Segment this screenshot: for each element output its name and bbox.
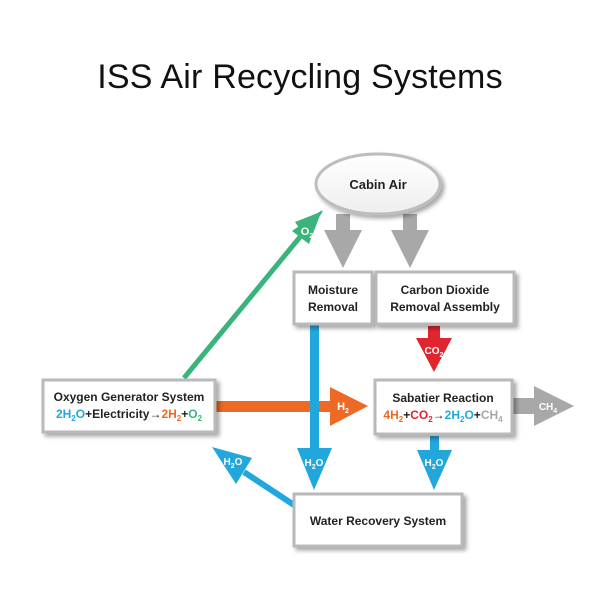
equation-part: → [433, 408, 445, 422]
co2-arrow-label: CO2 [425, 346, 444, 359]
ch4-arrow: CH4 [512, 386, 574, 426]
o2-arrow: O2 [182, 210, 323, 380]
equation-part: 2 [177, 414, 182, 423]
cabin-to-co2-removal-arrow [391, 214, 429, 268]
h2o-recovery-arrow-label: H2O [224, 457, 243, 470]
equation-part: O [464, 408, 473, 422]
oxygen-generator-equation: 2H2O+Electricity→2H2+O2 [56, 407, 203, 423]
ch4-arrow-label: CH4 [539, 402, 557, 415]
equation-part: + [181, 407, 188, 421]
h2-arrow-label: H2 [337, 401, 349, 415]
h2-arrow: H2 [216, 387, 368, 426]
oxygen-generator-label: Oxygen Generator System [54, 390, 205, 404]
sabatier-node: Sabatier Reaction 4H2+CO2→2H2O+CH4 [373, 378, 514, 436]
co2-removal-label-1: Carbon Dioxide [401, 283, 490, 297]
co2-removal-node: Carbon Dioxide Removal Assembly [374, 270, 516, 326]
equation-part: 2 [399, 415, 404, 424]
cabin-to-moisture-arrow [324, 214, 362, 268]
cabin-air-label: Cabin Air [349, 177, 406, 192]
h2o-recovery-arrow: H2O [212, 447, 296, 508]
sabatier-label: Sabatier Reaction [392, 391, 493, 405]
equation-part: 2 [198, 414, 203, 423]
h2o-moisture-arrow: H2O [297, 324, 332, 490]
equation-part: O [76, 407, 85, 421]
equation-part: 2H [445, 408, 460, 422]
oxygen-generator-node: Oxygen Generator System 2H2O+Electricity… [41, 378, 217, 434]
equation-part: 2 [460, 415, 465, 424]
water-recovery-label: Water Recovery System [310, 514, 446, 528]
equation-part: 2 [428, 415, 433, 424]
equation-part: + [403, 408, 410, 422]
moisture-removal-label-2: Removal [308, 300, 358, 314]
water-recovery-node: Water Recovery System [292, 492, 464, 548]
equation-part: 4 [498, 415, 503, 424]
sabatier-equation: 4H2+CO2→2H2O+CH4 [383, 408, 503, 424]
equation-part: CO [410, 408, 428, 422]
equation-part: O [188, 407, 197, 421]
moisture-removal-label-1: Moisture [308, 283, 358, 297]
co2-removal-label-2: Removal Assembly [390, 300, 500, 314]
equation-part: + [474, 408, 481, 422]
moisture-removal-node: Moisture Removal [292, 270, 374, 326]
h2o-sabatier-arrow: H2O [417, 436, 452, 490]
page-title: ISS Air Recycling Systems [97, 58, 503, 96]
co2-arrow: CO2 [416, 326, 452, 372]
equation-part: +Electricity [85, 407, 150, 421]
equation-part: 2 [71, 414, 76, 423]
equation-part: 2H [161, 407, 176, 421]
equation-part: 4H [383, 408, 398, 422]
h2o-sabatier-arrow-label: H2O [425, 458, 444, 471]
equation-part: CH [481, 408, 498, 422]
o2-arrow-label: O2 [301, 226, 314, 240]
equation-part: → [149, 407, 161, 421]
h2o-moisture-arrow-label: H2O [305, 458, 324, 471]
cabin-air-node: Cabin Air [314, 152, 442, 216]
equation-part: 2H [56, 407, 71, 421]
